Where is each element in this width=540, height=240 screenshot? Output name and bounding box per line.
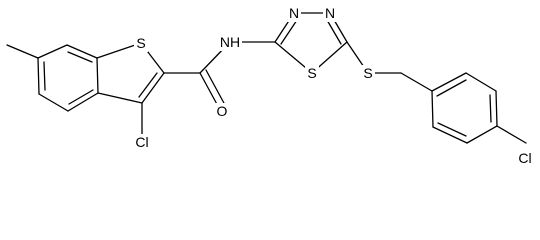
bond-layer	[6, 12, 527, 144]
bond-ar-1-2-inner	[436, 79, 467, 97]
atom-label-layer: S NH O Cl N N S S	[132, 5, 536, 167]
bond-ar-3-4-inner	[489, 94, 492, 123]
atom-nh: NH	[218, 34, 242, 51]
atom-n4-label: N	[325, 5, 335, 21]
atom-cl1-label: Cl	[135, 134, 148, 150]
bond-ch2-cipso	[400, 72, 433, 92]
bond-c2-c3-inner	[138, 72, 158, 98]
atom-n4-bg	[323, 5, 337, 22]
atom-o1: O	[214, 103, 230, 120]
bond-c5-c6	[37, 57, 40, 95]
bond-ar-5-6	[432, 126, 468, 144]
bond-ar-4-5	[466, 125, 498, 144]
atom-s1: S	[134, 35, 148, 52]
atom-cl2-label: Cl	[518, 150, 531, 166]
atom-s1-label: S	[136, 35, 145, 51]
bond-c6-c7	[37, 44, 68, 59]
atom-nh-bg	[218, 34, 242, 51]
atom-s-thio: S	[361, 65, 375, 82]
atom-o1-bg	[214, 103, 230, 120]
atom-n3: N	[287, 5, 301, 22]
molecule-structure: S NH O Cl N N S S	[6, 5, 536, 167]
bond-c7a-c3a	[96, 57, 99, 94]
atom-cl1-bg	[132, 134, 152, 151]
atom-o1-label: O	[217, 103, 228, 119]
bond-ar-5-6-inner	[437, 122, 467, 137]
atom-cl2-bg	[514, 150, 536, 167]
bond-c7-c7a	[66, 44, 98, 59]
bond-c2-c3	[141, 72, 165, 104]
bond-c7a-s1	[96, 42, 142, 59]
atom-cl1: Cl	[132, 134, 152, 151]
atom-nh-label: NH	[220, 34, 240, 50]
bond-c2t-n3-inner	[280, 19, 298, 45]
atom-s-thio-bg	[361, 65, 375, 82]
bond-ccarbonyl-o	[199, 72, 220, 109]
atom-s-ring: S	[305, 65, 319, 82]
bond-ar-2-3	[465, 72, 497, 92]
bond-ar-6-1	[431, 90, 434, 128]
atom-n4: N	[323, 5, 337, 22]
atom-n3-label: N	[289, 5, 299, 21]
bond-n4-c5t-inner	[326, 19, 342, 45]
bond-c5-c6-inner	[43, 61, 46, 91]
bond-methyl	[6, 44, 39, 59]
bond-ar-3-4	[495, 90, 498, 127]
atom-s-thio-label: S	[363, 65, 372, 81]
bond-c3a-c4	[67, 92, 99, 112]
bond-c3a-c4-inner	[68, 89, 94, 105]
atom-s1-bg	[134, 35, 148, 52]
atom-s-ring-label: S	[307, 65, 316, 81]
atom-s-ring-bg	[305, 65, 319, 82]
bond-c3-c3a	[97, 92, 143, 104]
bond-c7-c7a-inner	[67, 51, 93, 63]
bond-ar-cl	[496, 125, 527, 144]
atom-n3-bg	[287, 5, 301, 22]
bond-c4-c5	[38, 93, 69, 112]
bond-ccarbonyl-o-inner	[205, 69, 226, 106]
bond-ar-1-2	[431, 72, 467, 92]
atom-cl2: Cl	[514, 150, 536, 167]
